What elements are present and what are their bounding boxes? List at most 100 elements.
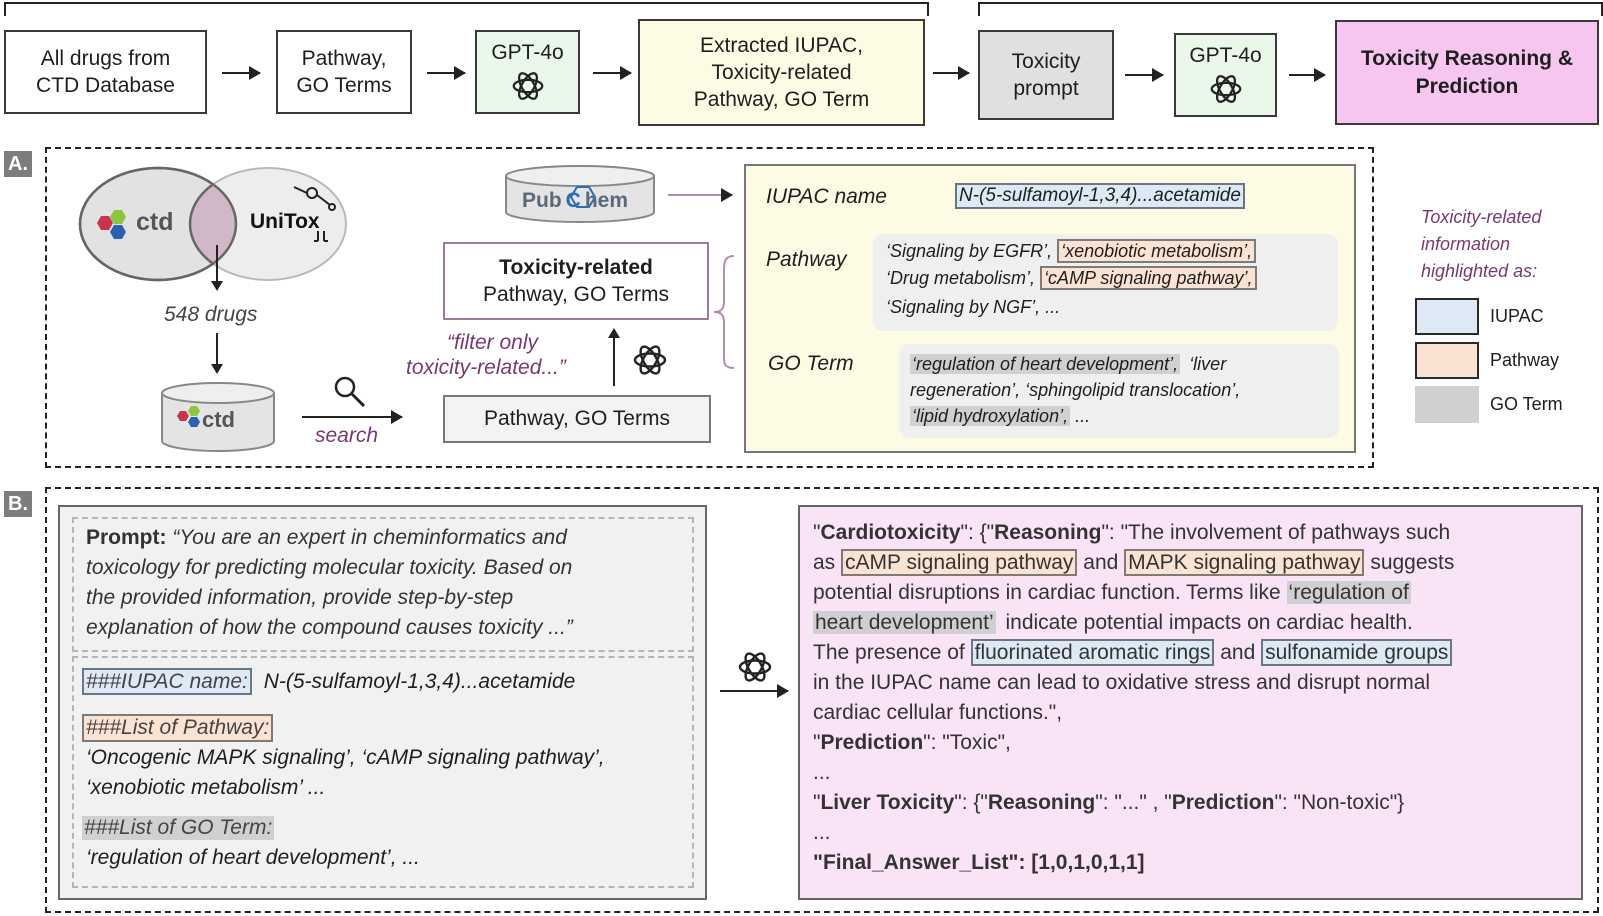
ctd-logo-text: ctd [136,208,174,236]
output-line-11: ... [813,821,831,844]
flow-step-gpt4o-1: GPT-4o [475,30,580,114]
pathway-list-line-1: ‘Oncogenic MAPK signaling’, ‘cAMP signal… [86,746,605,769]
flow-arrow-6 [1289,68,1326,82]
openai-icon [738,652,772,682]
section-b-frame [45,487,1599,913]
flow-step-ctd-drugs-label: All drugs from CTD Database [36,46,175,97]
unitox-robot-icon [293,186,336,242]
flow-step-gpt4o-2-label: GPT-4o [1189,44,1262,68]
prompt-line-2: toxicology for predicting molecular toxi… [86,556,573,579]
output-l5-and: and [1220,641,1256,664]
venn-down-arrowhead [211,281,223,291]
legend-swatch-pathway [1415,342,1479,379]
legend-title-line1: Toxicity-related [1421,207,1542,227]
legend-swatch-go [1415,386,1479,423]
top-bracket-right [978,2,1603,16]
prompt-inner-box-top [72,517,694,652]
pathway-line-3: ‘Signaling by NGF’, ... [886,297,1061,317]
pathway-line-2: ‘Drug metabolism’, ‘cAMP signaling pathw… [886,266,1257,290]
drugs-down-arrow [216,333,218,368]
toxicity-related-box: Toxicity-related Pathway, GO Terms [443,242,709,320]
output-hl-camp: cAMP signaling pathway [841,549,1078,576]
output-l4-rest: indicate potential impacts on cardiac he… [1005,611,1413,634]
openai-icon [512,71,543,100]
output-liver-key: Liver Toxicity [820,791,955,814]
legend-label-go: GO Term [1490,394,1563,414]
legend-label-iupac: IUPAC [1490,306,1544,326]
output-hl-mapk: MAPK signaling pathway [1124,549,1365,576]
section-a-frame [45,147,1374,468]
output-line-8: "Prediction": "Toxic", [813,731,1011,755]
flow-arrow-2 [427,66,466,80]
flow-step-ctd-drugs: All drugs from CTD Database [4,30,207,114]
go-item-heart-development: ‘regulation of heart development’, [910,354,1181,374]
output-line-10: "Liver Toxicity": {"Reasoning": "..." , … [813,791,1404,815]
output-line-7: cardiac cellular functions.", [813,701,1063,724]
flow-step-gpt4o-2: GPT-4o [1174,33,1277,117]
pathway-label: Pathway [766,248,847,271]
flow-step-toxicity-reasoning: Toxicity Reasoning & Prediction [1335,20,1599,125]
output-l2-rest: suggests [1370,551,1455,574]
output-hl-heart: heart development’ [813,611,996,634]
pathway-item-camp: ‘cAMP signaling pathway’, [1040,266,1257,290]
output-line-6: in the IUPAC name can lead to oxidative … [813,671,1431,694]
drugs-down-arrowhead [211,364,223,374]
go-list-line: ‘regulation of heart development’, ... [86,846,420,869]
flow-step-extracted-label: Extracted IUPAC, Toxicity-related Pathwa… [693,33,870,112]
pubchem-arrow [668,188,733,202]
output-final-answer: "Final_Answer_List": [1,0,1,0,1,1] [813,851,1145,874]
section-b-tag: B. [4,491,32,517]
venn-down-arrow [216,245,218,285]
output-line-9: ... [813,761,831,784]
pubchem-text-pub: Pub [522,189,562,212]
go-header: ###List of GO Term: [82,816,275,840]
prompt-to-output-arrow [720,684,789,698]
unitox-logo-text: UniTox [250,210,320,233]
filter-quote-line2: toxicity-related...” [406,356,566,379]
pathway-header: ###List of Pathway: [82,714,274,742]
output-l1-rest: ": "The involvement of pathways such [1101,521,1451,544]
output-l5-text: The presence of [813,641,965,664]
filter-up-arrowhead [608,328,620,338]
output-line-3: potential disruptions in cardiac functio… [813,581,1411,605]
go-line-1: ‘regulation of heart development’, ‘live… [910,354,1226,375]
iupac-header: ###IUPAC name: [82,668,252,695]
prompt-line-3: the provided information, provide step-b… [86,586,514,609]
drug-count-label: 548 drugs [164,303,258,326]
output-line-4: heart development’ indicate potential im… [813,611,1413,635]
toxicity-related-title: Toxicity-related [499,255,653,279]
pathway-item-drug-metabolism: ‘Drug metabolism’, [886,268,1036,288]
output-l1-mid: ": {" [960,521,995,544]
pathway-go-box-label: Pathway, GO Terms [484,407,670,431]
prompt-label: Prompt: [86,526,167,549]
prompt-inner-box-bottom [72,656,694,888]
prompt-line-4: explanation of how the compound causes t… [86,616,573,639]
openai-icon [1210,74,1241,103]
pathway-line-1: ‘Signaling by EGFR’, ‘xenobiotic metabol… [886,239,1257,263]
output-l2-as: as [813,551,836,574]
filter-up-arrow [613,336,615,386]
output-l10-q: " [813,791,821,814]
legend-title-line2: information [1421,234,1511,254]
flow-step-pathway-go-label: Pathway, GO Terms [296,46,392,97]
flow-step-toxicity-reasoning-label: Toxicity Reasoning & Prediction [1361,47,1573,98]
output-l10-mid2: ": "..." , " [1095,791,1172,814]
pathway-list-line-2: ‘xenobiotic metabolism’ ... [86,776,326,799]
iupac-value-b: N-(5-sulfamoyl-1,3,4)...acetamide [263,670,576,693]
filter-quote-line1: “filter only [447,331,539,354]
output-hl-fluorinated: fluorinated aromatic rings [970,639,1215,666]
output-l10-prediction-key: Prediction [1171,791,1275,814]
go-item-lipid-hydroxylation: ‘lipid hydroxylation’, [910,406,1071,426]
output-hl-regulation: ‘regulation of [1286,581,1411,604]
flow-step-toxicity-prompt: Toxicity prompt [978,30,1114,120]
go-term-label: GO Term [768,352,854,375]
output-hl-sulfonamide: sulfonamide groups [1261,639,1453,666]
output-l2-and: and [1083,551,1119,574]
flow-step-gpt4o-1-label: GPT-4o [491,41,564,65]
pubchem-text-c: C [565,189,581,212]
legend-title-line3: highlighted as: [1421,261,1538,281]
output-l10-reasoning-key: Reasoning [987,791,1096,814]
pathway-item-egfr: ‘Signaling by EGFR’, [886,241,1053,261]
output-cardiotoxicity-key: Cardiotoxicity [820,521,961,544]
ctd-unitox-venn [78,166,347,282]
